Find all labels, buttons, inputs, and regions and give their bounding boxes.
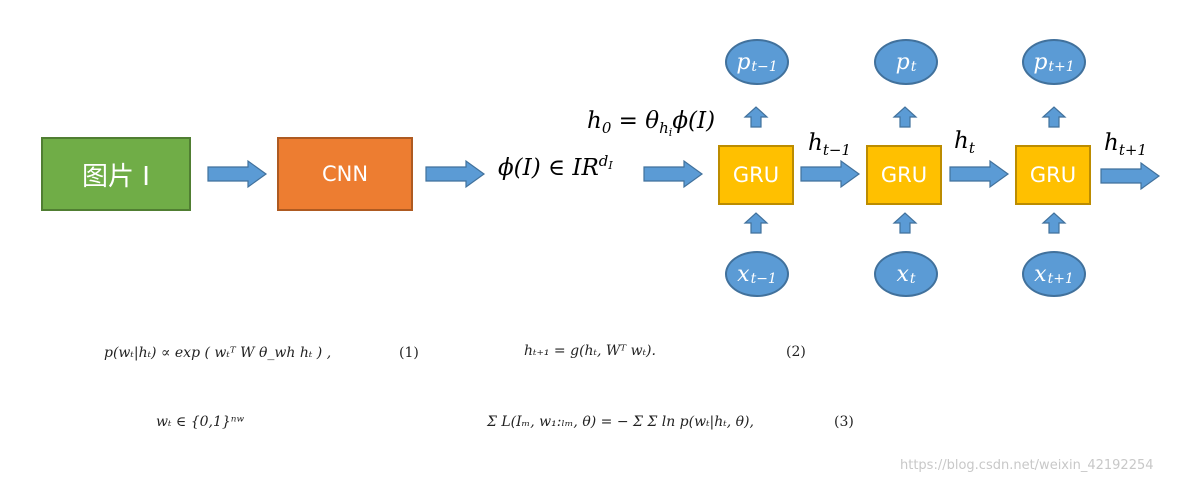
gru-cell-1: GRU [718,145,794,205]
image-input-box: 图片 I [41,137,191,211]
equation-2-number: (2) [786,344,806,360]
arrow-cnn-to-feature [425,160,485,188]
hidden-label-2: ht [954,128,975,157]
cnn-box: CNN [277,137,413,211]
hidden-label-1: ht−1 [808,130,851,159]
equation-3: Σ L(Iₘ, w₁:ₗₘ, θ) = − Σ Σ ln p(wₜ|hₜ, θ)… [487,414,754,430]
arrow-gru2-to-gru3 [949,160,1009,188]
equation-2: hₜ₊₁ = g(hₜ, Wᵀ wₜ). [524,343,656,359]
arrow-gru2-to-p2 [893,106,917,128]
feature-label: ϕ(I) ∈ IRdI [498,152,613,181]
arrow-gru1-to-gru2 [800,160,860,188]
watermark: https://blog.csdn.net/weixin_42192254 [900,458,1154,473]
gru-cell-2: GRU [866,145,942,205]
arrow-gru3-out [1100,162,1160,190]
cnn-label: CNN [321,162,369,186]
arrow-gru1-to-p1 [744,106,768,128]
arrow-x1-to-gru1 [744,212,768,234]
image-input-label: 图片 I [82,161,150,192]
gru-cell-3: GRU [1015,145,1091,205]
hidden-label-3: ht+1 [1104,130,1147,159]
arrow-feature-to-gru [643,160,703,188]
equation-1-number: (1) [399,345,419,361]
arrow-x2-to-gru2 [893,212,917,234]
arrow-gru3-to-p3 [1042,106,1066,128]
arrow-image-to-cnn [207,160,267,188]
equation-1: p(wₜ|hₜ) ∝ exp ( wₜᵀ W θ_wh hₜ ) , [104,345,332,361]
h0-initialization-label: h0 = θhiϕ(I) [587,108,716,139]
arrow-x3-to-gru3 [1042,212,1066,234]
equation-3-number: (3) [834,414,854,430]
equation-w: wₜ ∈ {0,1}ⁿʷ [156,414,244,430]
